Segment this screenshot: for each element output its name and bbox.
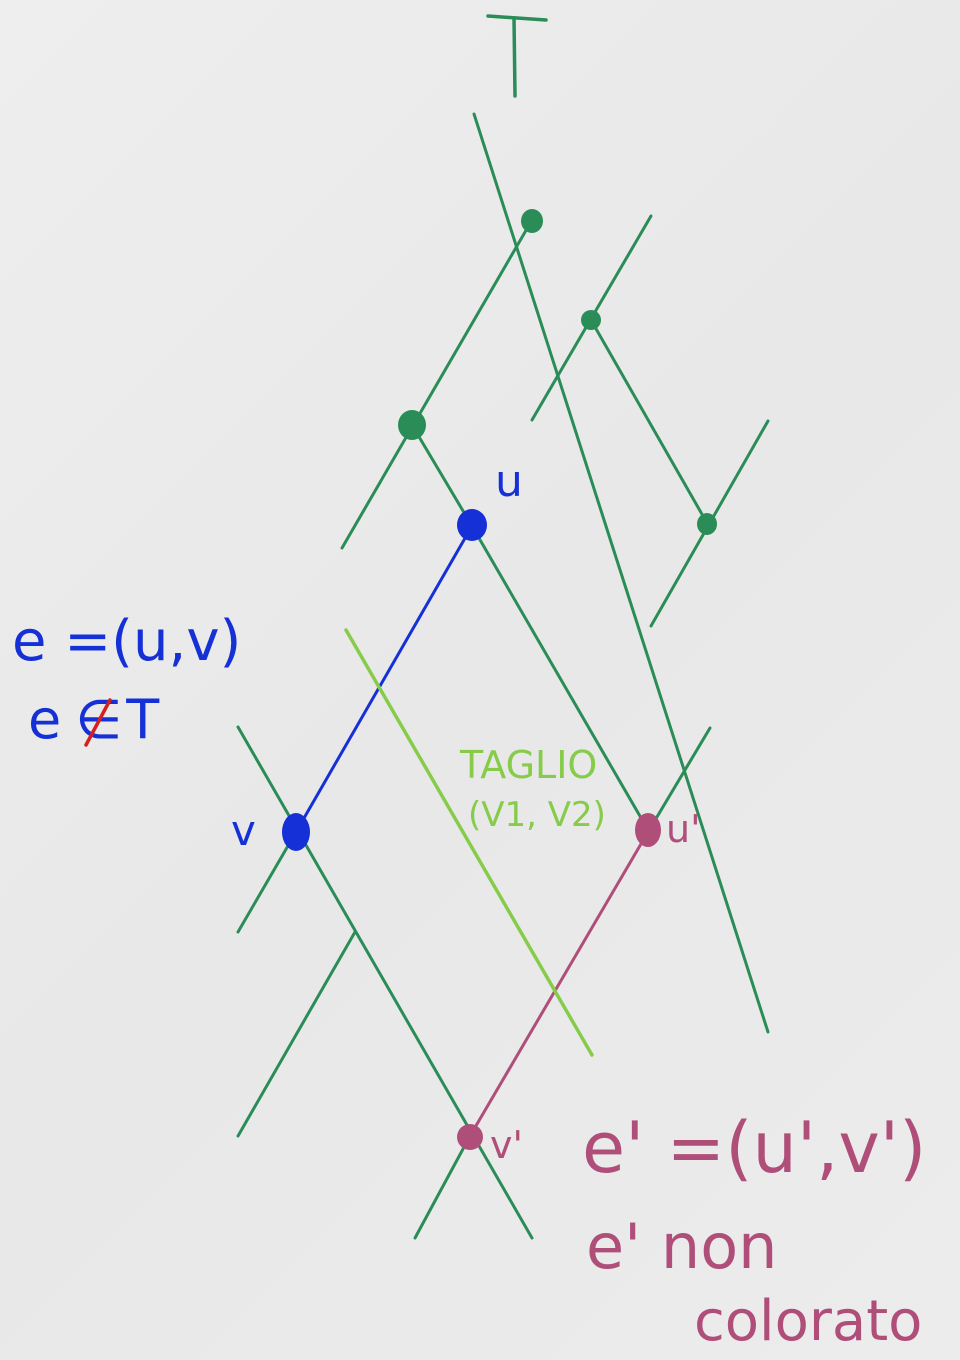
tree-edge xyxy=(589,318,709,525)
tree-edge xyxy=(236,725,534,1240)
label-u: u xyxy=(495,456,523,507)
edge-e-prime xyxy=(468,830,650,1138)
tree-edge xyxy=(236,830,298,934)
node-u-prime xyxy=(635,813,661,847)
tree-edge xyxy=(413,1134,472,1240)
tree-edges xyxy=(236,112,770,1240)
membership-element: e xyxy=(28,688,61,751)
tree-edge xyxy=(410,423,474,528)
node-v xyxy=(282,813,310,851)
cut-sets: (V1, V2) xyxy=(468,795,606,835)
edge-e-prime-definition: e' =(u',v') xyxy=(582,1107,926,1189)
label-v-prime: v' xyxy=(490,1123,523,1167)
cut-label: TAGLIO xyxy=(459,743,597,787)
tree-node xyxy=(521,209,543,233)
edge-e-prime-status-1: e' non xyxy=(586,1210,777,1283)
title-text: T xyxy=(517,79,518,81)
node-u xyxy=(457,509,487,541)
tree-node xyxy=(398,410,426,440)
tree-edge xyxy=(340,218,534,550)
tree-edge xyxy=(472,112,770,1034)
tree-edge xyxy=(236,930,357,1138)
node-v-prime xyxy=(457,1124,483,1150)
tree-node xyxy=(697,513,717,535)
membership-set: T xyxy=(125,688,160,751)
not-in-strike xyxy=(84,698,112,747)
edge-e-prime-status-2: colorato xyxy=(694,1289,922,1354)
edge-e-membership: e∈T xyxy=(28,688,160,751)
title-glyph xyxy=(486,14,548,98)
tree-node xyxy=(581,310,601,330)
edge-e xyxy=(294,524,474,834)
cut-line xyxy=(344,628,594,1057)
label-u-prime: u' xyxy=(666,807,701,851)
tree-edge xyxy=(646,726,712,834)
edge-e-definition: e =(u,v) xyxy=(12,609,241,674)
label-v: v xyxy=(231,806,256,855)
tree-nodes xyxy=(398,209,717,535)
tree-edge xyxy=(470,524,650,832)
